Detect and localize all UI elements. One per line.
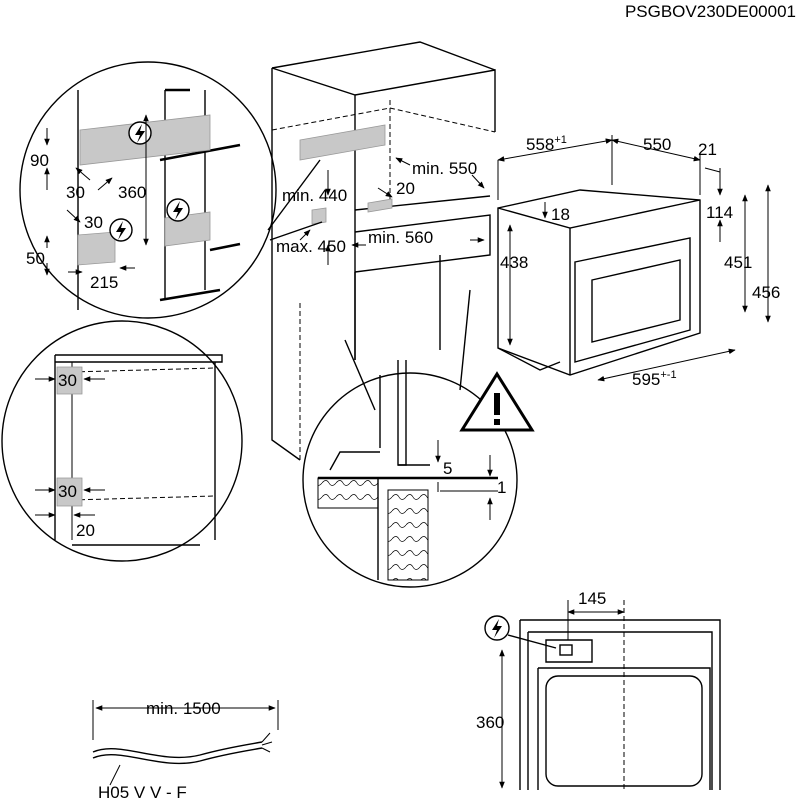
dim-min-550: min. 550 (412, 159, 477, 178)
dim-20-depth: 20 (76, 521, 95, 540)
oven-drawing (497, 189, 701, 376)
dim-18: 18 (551, 205, 570, 224)
dim-min-1500: min. 1500 (146, 699, 221, 718)
dim-30-bottom-clearance: 30 (58, 482, 77, 501)
dim-max-450: max. 450 (276, 237, 346, 256)
dim-50: 50 (26, 249, 45, 268)
detail-circle-bottom-left (1, 320, 243, 562)
dimension-labels: 90 30 360 30 50 215 min. 440 20 max. 450… (26, 134, 780, 800)
dim-451: 451 (724, 253, 752, 272)
dim-550-oven: 550 (643, 135, 671, 154)
electrical-hazard-icon (166, 198, 190, 222)
dimension-lines (35, 114, 771, 789)
dim-595: 595+-1 (632, 369, 677, 389)
dim-456: 456 (752, 283, 780, 302)
document-code: PSGBOV230DE00001 (624, 2, 796, 21)
dim-30-upper: 30 (66, 183, 85, 202)
dim-5: 5 (443, 459, 452, 478)
dim-21: 21 (698, 140, 717, 159)
dim-1: 1 (497, 478, 506, 497)
dim-114: 114 (706, 203, 733, 222)
cable-type-label: H05 V V - F (98, 783, 187, 800)
connection-box-drawing (507, 600, 721, 790)
detail-circle-bottom-center (302, 289, 518, 588)
dim-360-upper: 360 (118, 183, 146, 202)
dim-min-560: min. 560 (368, 228, 433, 247)
dim-min-440: min. 440 (282, 186, 347, 205)
dim-30-middle: 30 (84, 213, 103, 232)
cabinet-drawing (271, 41, 496, 461)
dim-558: 558+1 (526, 134, 567, 154)
dim-30-top-clearance: 30 (58, 371, 77, 390)
electrical-hazard-icon (128, 121, 152, 145)
warning-triangle-icon (459, 371, 535, 432)
dim-360-box: 360 (476, 713, 504, 732)
electrical-hazard-icon (109, 218, 133, 242)
dim-20-cabinet: 20 (396, 179, 415, 198)
dim-145: 145 (578, 589, 606, 608)
dim-90: 90 (30, 151, 49, 170)
dim-438: 438 (500, 253, 528, 272)
electrical-hazard-icon (484, 615, 510, 641)
cable-drawing (92, 732, 273, 786)
dim-215: 215 (90, 273, 118, 292)
